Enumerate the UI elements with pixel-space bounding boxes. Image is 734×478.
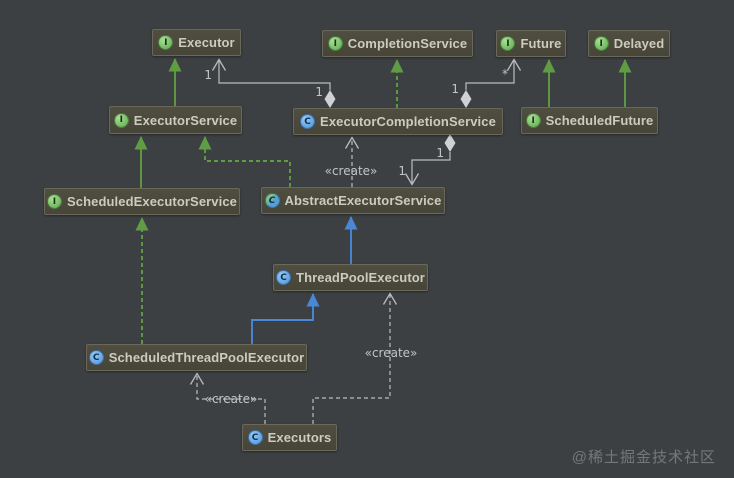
interface-icon: I <box>158 35 174 50</box>
aggregation-diamond <box>444 134 456 152</box>
interface-icon: I <box>327 36 343 51</box>
edge-executorcompletionservice-aggregates-executor[interactable] <box>211 58 331 90</box>
class-name: Executors <box>267 430 332 445</box>
aggregation-diamond <box>324 90 336 108</box>
multiplicity-label: 1 <box>451 82 459 96</box>
class-node-completion-service[interactable]: I CompletionService <box>322 30 473 57</box>
class-node-delayed[interactable]: I Delayed <box>588 30 670 57</box>
class-name: Executor <box>178 35 235 50</box>
class-node-thread-pool-executor[interactable]: C ThreadPoolExecutor <box>273 264 428 291</box>
interface-icon: I <box>500 36 516 51</box>
edge-executors-creates-threadpoolexecutor[interactable] <box>312 292 398 424</box>
interface-icon: I <box>46 194 62 209</box>
edge-scheduledthreadpoolexecutor-extends-threadpoolexecutor[interactable] <box>251 293 320 344</box>
class-name: CompletionService <box>347 36 468 51</box>
multiplicity-label: 1 <box>315 85 323 99</box>
multiplicity-label: 1 <box>204 68 212 82</box>
class-name: ExecutorCompletionService <box>320 114 496 129</box>
edge-abstractexecutorservice-implements-executorservice[interactable] <box>198 136 291 187</box>
watermark: @稀土掘金技术社区 <box>571 449 716 466</box>
edge-executorcompletionservice-aggregates-future[interactable] <box>465 58 522 90</box>
class-node-executor-completion-service[interactable]: C ExecutorCompletionService <box>293 108 503 135</box>
stereotype-label: «create» <box>205 392 258 406</box>
interface-icon: I <box>525 113 541 128</box>
class-icon: C <box>300 114 316 129</box>
class-icon: C <box>247 430 263 445</box>
class-name: Delayed <box>613 36 665 51</box>
aggregation-diamond <box>460 90 472 108</box>
abstract-icon: C <box>264 193 280 208</box>
class-node-scheduled-thread-pool-executor[interactable]: C ScheduledThreadPoolExecutor <box>86 344 307 371</box>
class-node-executors[interactable]: C Executors <box>242 424 337 451</box>
class-icon: C <box>88 350 104 365</box>
class-icon: C <box>276 270 292 285</box>
class-name: ScheduledFuture <box>545 113 654 128</box>
edge-executorcompletionservice-aggregates-abstractexecutorservice[interactable] <box>404 152 451 186</box>
multiplicity-label: 1 <box>398 164 406 178</box>
class-name: ExecutorService <box>133 112 238 128</box>
interface-icon: I <box>113 112 129 128</box>
class-node-future[interactable]: I Future <box>496 30 566 57</box>
class-name: ScheduledThreadPoolExecutor <box>108 350 305 365</box>
class-name: AbstractExecutorService <box>284 193 442 208</box>
class-name: ThreadPoolExecutor <box>296 270 425 285</box>
class-node-scheduled-future[interactable]: I ScheduledFuture <box>521 107 658 134</box>
stereotype-label: «create» <box>325 164 378 178</box>
multiplicity-label: * <box>502 67 508 81</box>
class-node-abstract-executor-service[interactable]: C AbstractExecutorService <box>261 187 445 214</box>
class-name: ScheduledExecutorService <box>66 194 238 209</box>
class-node-scheduled-executor-service[interactable]: I ScheduledExecutorService <box>44 188 240 215</box>
edge-executors-creates-scheduledthreadpoolexecutor[interactable] <box>189 372 266 424</box>
stereotype-label: «create» <box>365 346 418 360</box>
multiplicity-label: 1 <box>436 146 444 160</box>
interface-icon: I <box>593 36 609 51</box>
class-name: Future <box>520 36 562 51</box>
class-node-executor[interactable]: I Executor <box>152 29 241 56</box>
